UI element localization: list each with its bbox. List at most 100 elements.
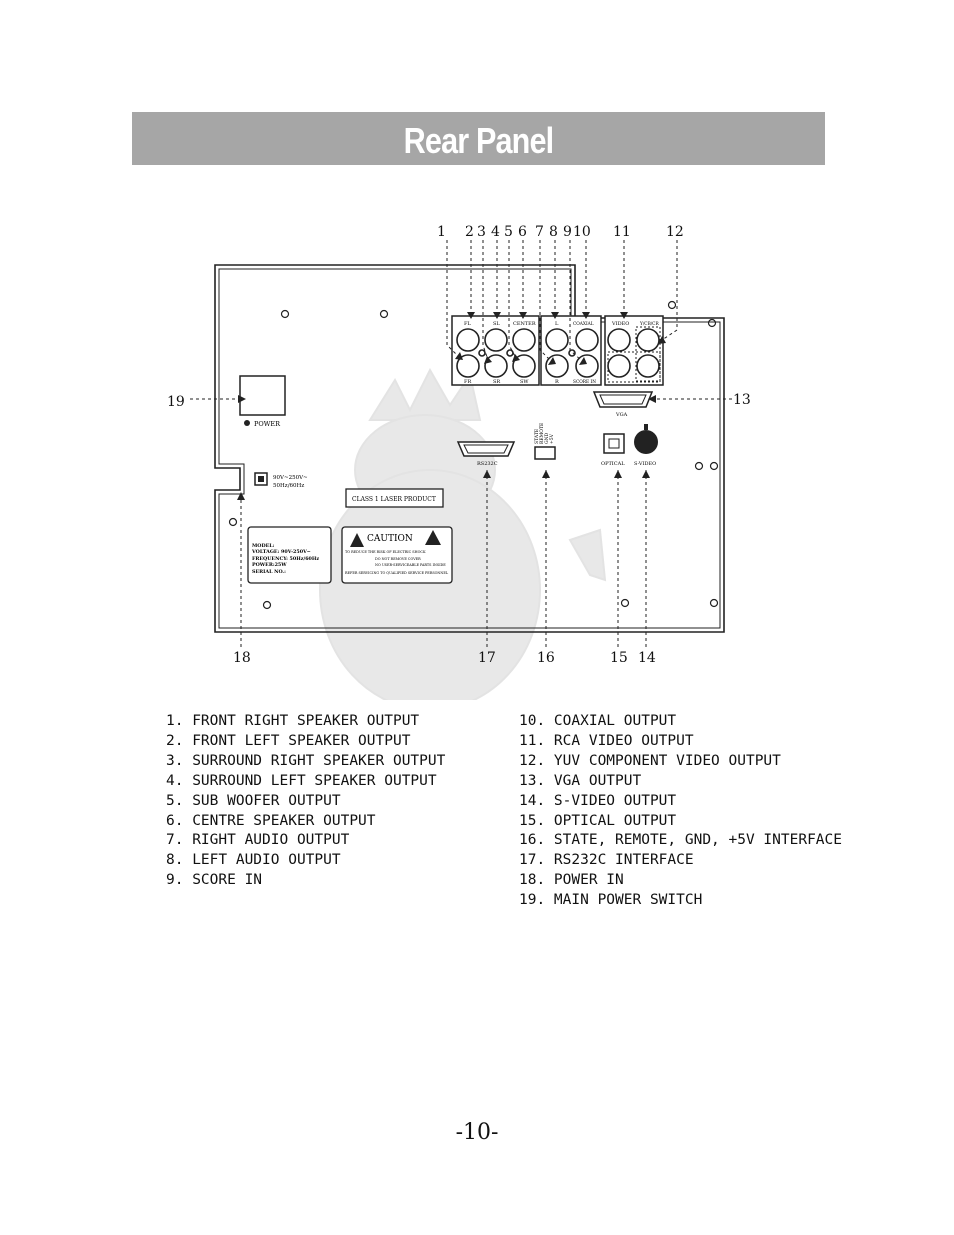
callout-7: 7 xyxy=(535,224,544,240)
panel-outline xyxy=(214,264,725,633)
svg-text:VOLTAGE: 90V-250V~: VOLTAGE: 90V-250V~ xyxy=(251,549,311,555)
svg-text:GND: GND xyxy=(544,432,550,444)
svg-text:Y/CB/CR: Y/CB/CR xyxy=(639,322,659,327)
callout-14: 14 xyxy=(638,650,656,666)
callout-11: 11 xyxy=(613,224,631,240)
center-jack[interactable] xyxy=(512,328,536,352)
svg-text:FR: FR xyxy=(464,379,471,385)
svg-text:VIDEO: VIDEO xyxy=(611,321,629,327)
svg-text:SCORE IN: SCORE IN xyxy=(573,380,596,385)
svg-text:FREQUENCY: 50Hz/60Hz: FREQUENCY: 50Hz/60Hz xyxy=(252,556,319,562)
svideo-port[interactable] xyxy=(634,424,658,454)
svg-text:STATE: STATE xyxy=(534,429,540,444)
callout-13: 13 xyxy=(733,392,751,408)
svg-text:CENTER: CENTER xyxy=(513,321,536,327)
legend-item: 13. VGA OUTPUT xyxy=(519,772,642,789)
legend-item: 9. SCORE IN xyxy=(166,872,263,889)
cr-jack[interactable] xyxy=(636,354,660,378)
svg-text:COAXIAL: COAXIAL xyxy=(573,322,594,327)
rear-panel-diagram: POWER 90V~250V~ 50Hz/60Hz CLASS 1 LASER … xyxy=(167,224,751,700)
vga-label: VGA xyxy=(615,412,628,418)
voltage-line-1: 90V~250V~ xyxy=(273,475,308,481)
callout-numbers: 1 2 3 4 5 6 7 8 9 10 11 12 13 14 15 16 1… xyxy=(167,224,751,666)
legend-item: 4. SURROUND LEFT SPEAKER OUTPUT xyxy=(166,772,437,789)
legend-item: 14. S-VIDEO OUTPUT xyxy=(519,792,677,809)
page-title: Rear Panel xyxy=(403,120,555,161)
callout-15: 15 xyxy=(610,650,628,666)
fl-jack[interactable] xyxy=(456,328,480,352)
legend-item: 2. FRONT LEFT SPEAKER OUTPUT xyxy=(166,732,411,749)
state-lines: STATE REMOTE GND +5V xyxy=(534,423,555,444)
legend-left: 1. FRONT RIGHT SPEAKER OUTPUT 2. FRONT L… xyxy=(166,712,445,891)
legend-item: 17. RS232C INTERFACE xyxy=(519,852,694,869)
legend-item: 11. RCA VIDEO OUTPUT xyxy=(519,732,694,749)
class-label: CLASS 1 LASER PRODUCT xyxy=(352,496,436,503)
callout-10: 10 xyxy=(573,224,591,240)
svg-text:SERIAL NO.:: SERIAL NO.: xyxy=(252,569,286,575)
left-audio-jack[interactable] xyxy=(545,328,569,352)
svg-text:DO NOT REMOVE COVER: DO NOT REMOVE COVER xyxy=(375,557,421,561)
sw-jack[interactable] xyxy=(512,354,536,378)
power-label: POWER xyxy=(254,420,281,428)
legend-item: 1. FRONT RIGHT SPEAKER OUTPUT xyxy=(166,713,420,729)
caution-title: CAUTION xyxy=(367,534,413,544)
power-icon xyxy=(244,420,250,426)
callout-16: 16 xyxy=(537,650,555,666)
power-switch[interactable] xyxy=(239,375,286,416)
arrowheads xyxy=(237,312,666,500)
title-banner: Rear Panel xyxy=(132,112,825,165)
leader-lines xyxy=(190,240,732,647)
legend-item: 10. COAXIAL OUTPUT xyxy=(519,713,677,729)
svg-text:FL: FL xyxy=(464,321,471,327)
callout-6: 6 xyxy=(518,224,527,240)
svg-text:MODEL:: MODEL: xyxy=(252,543,275,549)
svg-text:TO REDUCE THE RISK OF ELECTRIC: TO REDUCE THE RISK OF ELECTRIC SHOCK xyxy=(345,550,426,554)
svg-text:SR: SR xyxy=(493,379,500,385)
svideo-label: S-VIDEO xyxy=(634,461,656,467)
optical-label: OPTICAL xyxy=(601,461,625,467)
right-audio-jack[interactable] xyxy=(545,354,569,378)
fr-jack[interactable] xyxy=(456,354,480,378)
legend-item: 7. RIGHT AUDIO OUTPUT xyxy=(166,832,350,849)
vga-port[interactable] xyxy=(592,391,654,408)
callout-1: 1 xyxy=(437,224,446,240)
optical-port[interactable] xyxy=(603,433,625,454)
state-interface-port[interactable] xyxy=(534,446,556,460)
sl-jack[interactable] xyxy=(484,328,508,352)
score-in-jack[interactable] xyxy=(575,354,599,378)
legend-right: 10. COAXIAL OUTPUT 11. RCA VIDEO OUTPUT … xyxy=(519,712,842,911)
cb-jack[interactable] xyxy=(607,354,631,378)
svg-text:SL: SL xyxy=(493,321,500,327)
caution-label-box xyxy=(341,526,453,584)
svg-text:REMOTE: REMOTE xyxy=(539,423,545,444)
callout-5: 5 xyxy=(504,224,513,240)
rating-label-box xyxy=(247,526,332,584)
exclamation-warning-icon xyxy=(425,530,441,545)
screw-holes xyxy=(228,300,719,610)
legend-item: 19. MAIN POWER SWITCH xyxy=(519,892,703,909)
legend-item: 3. SURROUND RIGHT SPEAKER OUTPUT xyxy=(166,752,446,769)
svg-text:REFER SERVICING TO QUALIFIED S: REFER SERVICING TO QUALIFIED SERVICE PER… xyxy=(345,571,449,575)
video-jack[interactable] xyxy=(607,328,631,352)
svg-text:R: R xyxy=(555,379,559,385)
legend-item: 18. POWER IN xyxy=(519,872,624,889)
legend-item: 15. OPTICAL OUTPUT xyxy=(519,812,677,829)
callout-9: 9 xyxy=(563,224,572,240)
page-number: -10- xyxy=(455,1120,499,1145)
callout-3: 3 xyxy=(477,224,486,240)
svg-text:POWER:25W: POWER:25W xyxy=(252,562,287,568)
callout-4: 4 xyxy=(491,224,500,240)
legend-item: 16. STATE, REMOTE, GND, +5V INTERFACE xyxy=(519,832,843,849)
callout-2: 2 xyxy=(465,224,474,240)
legend-item: 5. SUB WOOFER OUTPUT xyxy=(166,792,341,809)
callout-17: 17 xyxy=(478,650,496,666)
legend-item: 8. LEFT AUDIO OUTPUT xyxy=(166,852,341,869)
rating-lines: MODEL: VOLTAGE: 90V-250V~ FREQUENCY: 50H… xyxy=(251,543,319,575)
legend-item: 6. CENTRE SPEAKER OUTPUT xyxy=(166,812,376,829)
caution-lines: TO REDUCE THE RISK OF ELECTRIC SHOCK DO … xyxy=(345,550,449,575)
svg-text:NO USER-SERVICEABLE PARTS INSI: NO USER-SERVICEABLE PARTS INSIDE xyxy=(375,563,446,567)
coaxial-jack[interactable] xyxy=(575,328,599,352)
svg-text:L: L xyxy=(555,321,559,327)
rs232c-label: RS232C xyxy=(477,461,498,467)
y-jack[interactable] xyxy=(636,328,660,352)
